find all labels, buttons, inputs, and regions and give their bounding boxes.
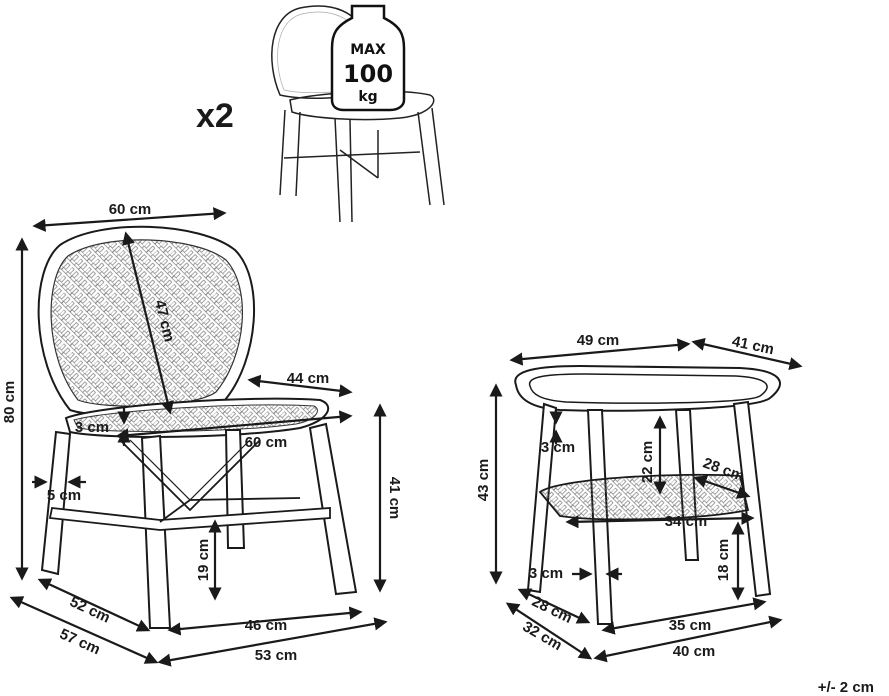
chair-total-height: 80 cm: [1, 381, 18, 424]
table-footprint-side: 32 cm: [520, 618, 565, 654]
chair-stretcher-height: 19 cm: [195, 539, 212, 582]
chair-base-side: 52 cm: [67, 593, 113, 626]
chair-dimensions: 60 cm 47 cm 80 cm 44 cm 60 cm 3 cm 5 cm …: [1, 201, 403, 667]
max-weight-badge: MAX 100 kg: [330, 4, 406, 112]
table-height: 43 cm: [475, 459, 492, 502]
chair-seat-depth: 44 cm: [287, 370, 330, 387]
chair-seat-height: 41 cm: [386, 477, 403, 520]
table-leg-thickness: 3 cm: [529, 565, 563, 582]
bottle-icon: [330, 4, 406, 112]
table-drawing: [514, 364, 781, 625]
chair-width-top: 60 cm: [109, 201, 152, 218]
chair-frame-gap: 3 cm: [75, 419, 109, 436]
quantity-label: x2: [196, 97, 234, 135]
table-base-front: 35 cm: [669, 617, 712, 634]
chair-leg-front-left: [40, 430, 72, 576]
table-footprint-front: 40 cm: [673, 643, 716, 660]
table-shelf-gap: 22 cm: [639, 441, 656, 484]
badge-max: MAX: [350, 42, 386, 58]
chair-base-front: 46 cm: [245, 617, 288, 634]
table-shelf-height: 18 cm: [715, 539, 732, 582]
chair-stretcher: [48, 507, 331, 531]
chair-footprint-side: 57 cm: [57, 625, 103, 658]
chair-leg-thickness: 5 cm: [47, 487, 81, 504]
chair-seat-width: 60 cm: [245, 434, 288, 451]
badge-unit: kg: [358, 89, 377, 105]
chair-footprint-front: 53 cm: [255, 647, 298, 664]
chair-leg-front-center: [140, 434, 172, 629]
table-shelf-width: 34 cm: [665, 513, 708, 530]
table-top-width: 49 cm: [577, 332, 620, 349]
table-top-thickness: 3 cm: [541, 439, 575, 456]
chair-leg-back: [224, 429, 246, 549]
badge-value: 100: [343, 60, 393, 88]
table-leg-back-right: [732, 400, 772, 598]
tolerance-note: +/- 2 cm: [818, 679, 874, 696]
